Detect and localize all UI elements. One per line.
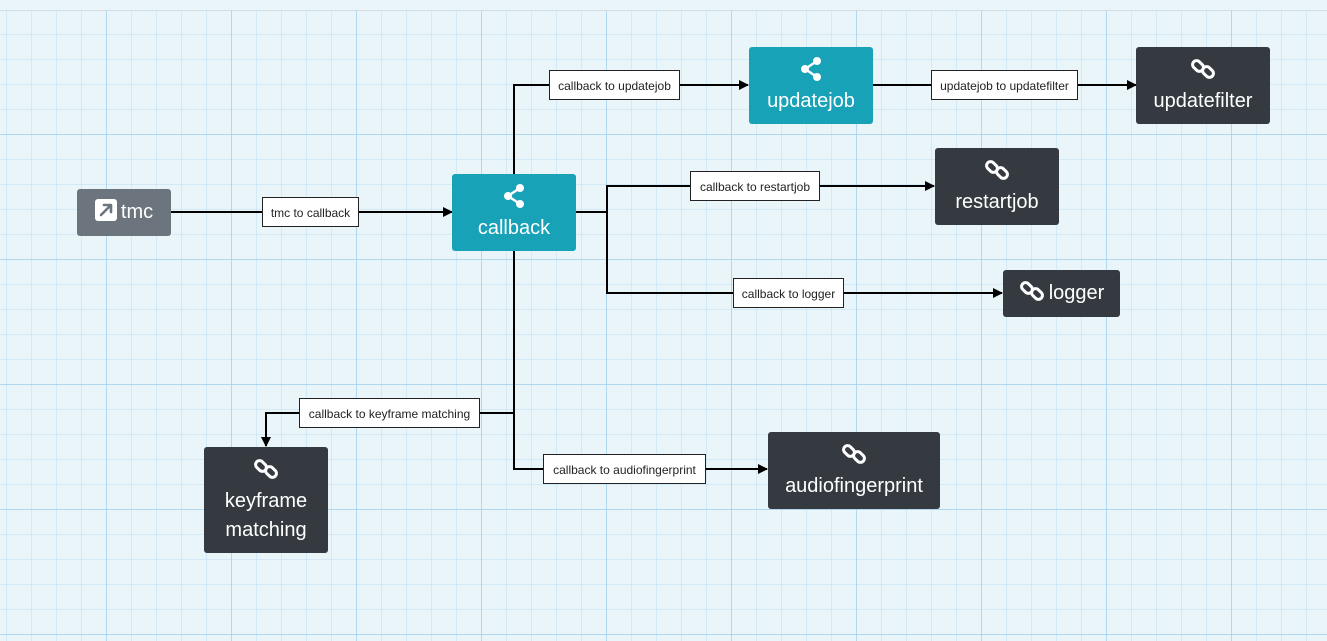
- share-icon: [798, 56, 824, 87]
- node-label-line1: keyframe: [224, 489, 308, 512]
- node-label: logger: [1048, 282, 1105, 304]
- share-icon: [501, 183, 527, 214]
- link-icon: [253, 456, 279, 487]
- edge-label-callback-to-audiofingerprint[interactable]: callback to audiofingerprint: [543, 454, 706, 484]
- link-icon: [841, 441, 867, 472]
- link-icon: [984, 157, 1010, 188]
- edge-label-callback-to-keyframe-matching[interactable]: callback to keyframe matching: [299, 398, 480, 428]
- node-restartjob[interactable]: restartjob: [935, 148, 1059, 225]
- edge-label-callback-to-restartjob[interactable]: callback to restartjob: [690, 171, 820, 201]
- edge-label-updatejob-to-updatefilter[interactable]: updatejob to updatefilter: [931, 70, 1078, 100]
- link-icon: [1190, 56, 1216, 87]
- edge-callback-to-logger: [606, 212, 1003, 298]
- node-callback[interactable]: callback: [452, 174, 576, 251]
- edge-label-callback-to-logger[interactable]: callback to logger: [733, 278, 844, 308]
- node-keyframe-matching[interactable]: keyframe matching: [204, 447, 328, 553]
- node-label: tmc: [120, 201, 154, 223]
- node-tmc[interactable]: tmc: [77, 189, 171, 236]
- node-label-line2: matching: [225, 518, 307, 541]
- external-link-icon: [94, 199, 117, 226]
- node-label: restartjob: [955, 190, 1039, 213]
- node-label: updatefilter: [1153, 89, 1253, 112]
- node-label: callback: [477, 216, 551, 239]
- link-icon: [1019, 278, 1045, 309]
- node-updatefilter[interactable]: updatefilter: [1136, 47, 1270, 124]
- node-label: audiofingerprint: [785, 474, 923, 497]
- edge-label-callback-to-updatejob[interactable]: callback to updatejob: [549, 70, 680, 100]
- node-label: updatejob: [767, 89, 855, 112]
- edge-label-tmc-to-callback[interactable]: tmc to callback: [262, 197, 359, 227]
- node-audiofingerprint[interactable]: audiofingerprint: [768, 432, 940, 509]
- node-logger[interactable]: logger: [1003, 270, 1120, 317]
- node-updatejob[interactable]: updatejob: [749, 47, 873, 124]
